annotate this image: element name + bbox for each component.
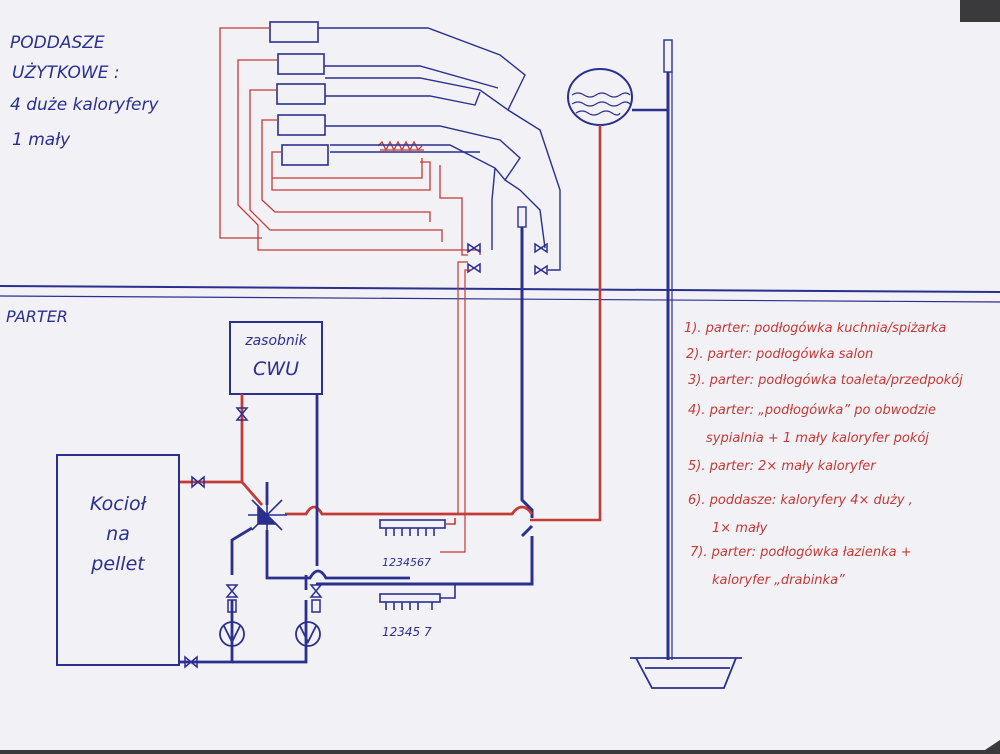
manifold-upper-label: 1234567	[382, 556, 431, 569]
boiler-label: Kocioł na pellet	[90, 493, 148, 575]
manifold-lower-label: 12345 7	[382, 625, 432, 639]
boiler-box	[56, 454, 180, 666]
tank-label-line2: CWU	[253, 358, 299, 380]
valve-icon	[225, 584, 239, 598]
air-vent	[663, 39, 673, 73]
red-riser	[530, 125, 602, 522]
dark-corner	[960, 0, 1000, 22]
valve-icon	[191, 475, 205, 489]
upper-radiators	[269, 21, 329, 166]
boiler-label-line3: pellet	[90, 553, 146, 575]
valve-icon	[235, 407, 249, 421]
radiator-5	[281, 144, 329, 166]
upper-heading-line4: 1 mały	[12, 130, 71, 150]
valve-icon	[309, 584, 323, 598]
legend-item-2: 2). parter: podłogówka salon	[686, 347, 873, 362]
legend-item-6: 6). poddasze: kaloryfery 4× duży ,	[688, 493, 913, 508]
circulation-pumps	[219, 621, 321, 647]
valve-icon	[534, 264, 548, 276]
upper-heading-line1: PODDASZE	[10, 33, 105, 53]
upper-return-pipes	[318, 27, 561, 271]
floor-divider-line-2	[0, 295, 1000, 303]
ground-heading: PARTER	[6, 307, 68, 326]
legend: 1). parter: podłogówka kuchnia/spiżarka …	[684, 321, 963, 588]
upper-valves	[467, 242, 548, 276]
tank-label-line1: zasobnik	[244, 333, 307, 349]
legend-item-5: 5). parter: 2× mały kaloryfer	[688, 459, 877, 474]
valve-icon	[184, 655, 198, 669]
manifold-lower	[379, 584, 456, 610]
radiator-3	[276, 83, 326, 105]
legend-item-7-cont: kaloryfer „drabinka”	[712, 573, 845, 588]
upper-heading-line2: UŻYTKOWE :	[12, 62, 120, 83]
radiator-2	[277, 53, 325, 75]
ground-valves	[184, 407, 323, 669]
legend-item-4-cont: sypialnia + 1 mały kaloryfer pokój	[706, 431, 929, 446]
ground-supply-pipes	[180, 394, 534, 516]
valve-icon	[467, 262, 481, 274]
legend-item-7: 7). parter: podłogówka łazienka +	[690, 545, 912, 560]
boiler-label-line2: na	[106, 523, 130, 545]
legend-item-6-cont: 1× mały	[712, 521, 768, 536]
boiler-label-line1: Kocioł	[90, 493, 148, 515]
legend-item-1: 1). parter: podłogówka kuchnia/spiżarka	[684, 321, 946, 336]
pump-icon	[219, 621, 245, 647]
vertical-main	[630, 39, 742, 689]
tank-label: zasobnik CWU	[244, 333, 307, 380]
legend-item-4: 4). parter: „podłogówka” po obwodzie	[688, 403, 936, 418]
manifold-feed-lines	[440, 261, 472, 553]
legend-item-3: 3). parter: podłogówka toaleta/przedpokó…	[688, 373, 963, 388]
drain-basin	[630, 657, 742, 689]
upper-supply-pipes	[219, 27, 481, 256]
radiator-1	[269, 21, 319, 43]
manifold-upper	[379, 518, 456, 536]
upper-heading-line3: 4 duże kaloryfery	[10, 95, 159, 115]
radiator-4	[277, 114, 326, 136]
valve-icon	[534, 242, 548, 254]
valve-icon	[467, 242, 481, 254]
pump-icon	[295, 621, 321, 647]
floor-divider-line	[0, 285, 1000, 293]
hot-water-tank	[229, 321, 323, 395]
upper-heading: PODDASZE UŻYTKOWE : 4 duże kaloryfery 1 …	[10, 33, 159, 150]
mixing-valve	[248, 495, 287, 535]
